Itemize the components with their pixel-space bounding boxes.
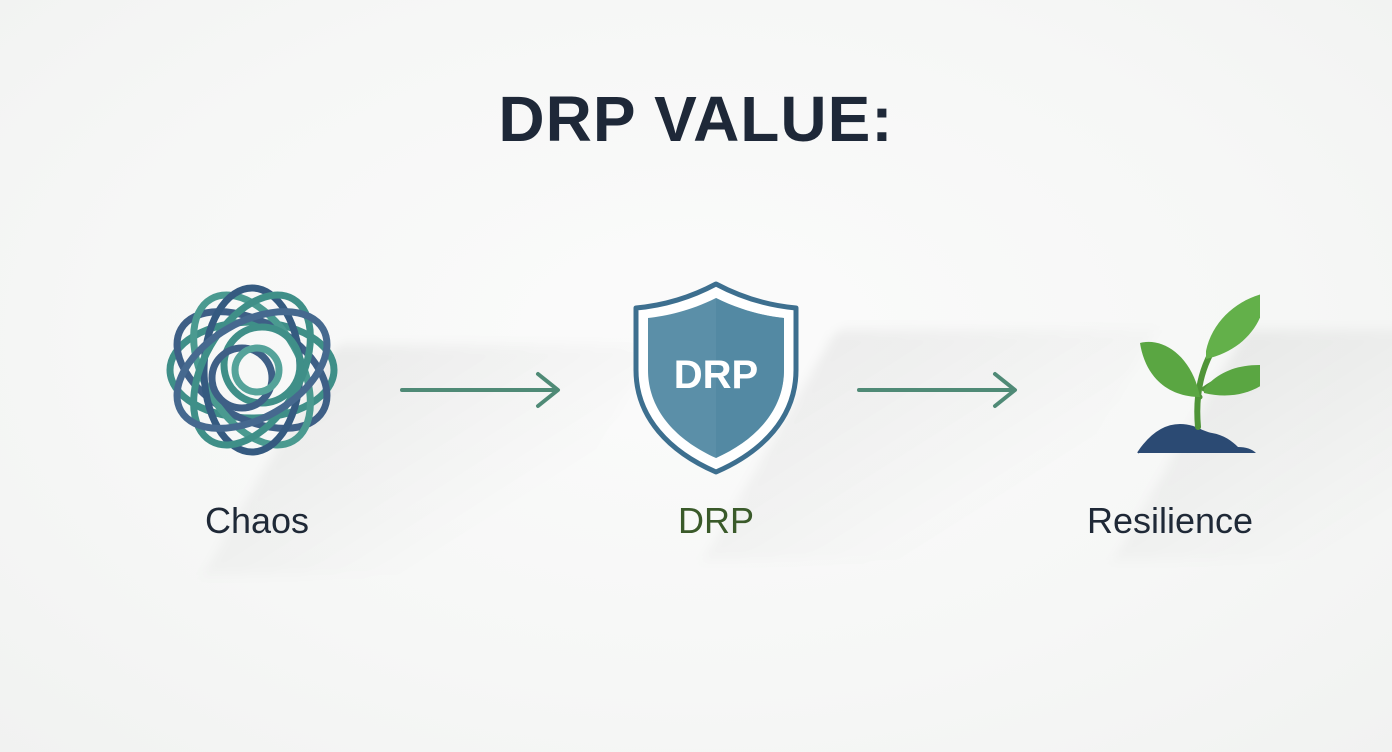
diagram-title: DRP VALUE: [498, 83, 894, 155]
shield-badge-text: DRP [674, 353, 758, 397]
stage-label-chaos: Chaos [204, 500, 310, 541]
shield-icon: DRP [633, 281, 799, 475]
sprout-icon [1137, 294, 1260, 454]
stage-drp: DRP [586, 278, 846, 498]
stage-chaos [122, 270, 382, 490]
tangled-knot-icon [166, 284, 338, 456]
stage-label-resilience: Resilience [1086, 500, 1254, 541]
arrow-right-icon [857, 372, 1017, 408]
stage-label-drp: DRP [677, 500, 754, 541]
arrow-right-icon [400, 372, 560, 408]
stage-resilience [1040, 285, 1300, 505]
